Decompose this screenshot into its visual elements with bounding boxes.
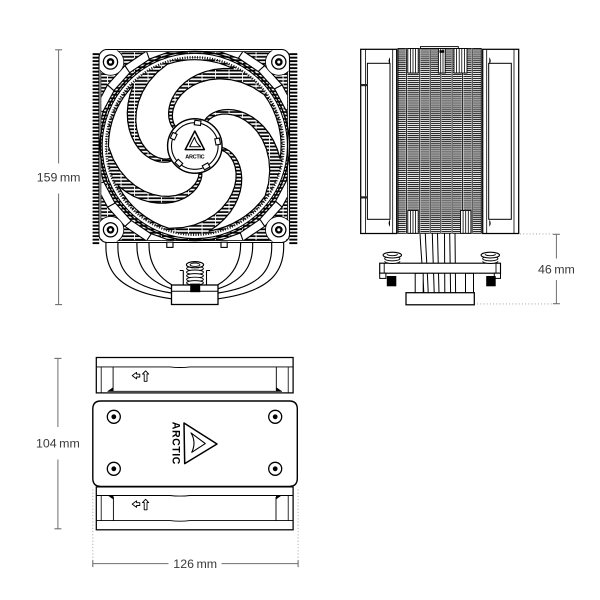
svg-text:ARCTIC: ARCTIC xyxy=(169,422,181,465)
svg-text:46 mm: 46 mm xyxy=(538,263,575,277)
svg-text:ARCTIC: ARCTIC xyxy=(185,154,204,160)
svg-text:126 mm: 126 mm xyxy=(173,557,217,571)
svg-text:159 mm: 159 mm xyxy=(37,171,81,185)
svg-text:104 mm: 104 mm xyxy=(36,437,80,451)
